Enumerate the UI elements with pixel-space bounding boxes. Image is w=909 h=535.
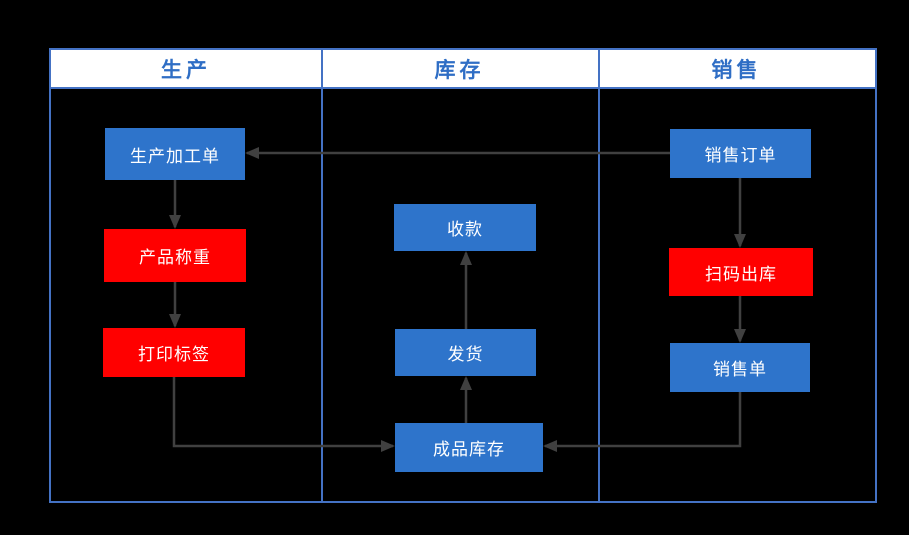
lane-divider: [321, 50, 323, 501]
lane-title-inventory: 库存: [434, 58, 485, 82]
swimlane-table: 生产 库存 销售: [49, 48, 877, 503]
node-shipment: 发货: [395, 329, 536, 376]
lane-title-production: 生产: [161, 58, 211, 82]
node-scan-outbound: 扫码出库: [669, 248, 813, 296]
node-collect-payment: 收款: [394, 204, 536, 251]
lane-header-row: 生产 库存 销售: [51, 50, 875, 89]
node-sales-slip: 销售单: [670, 343, 810, 392]
node-product-weighing: 产品称重: [104, 229, 246, 282]
lane-divider: [598, 50, 600, 501]
node-production-work-order: 生产加工单: [105, 128, 245, 180]
node-sales-order: 销售订单: [670, 129, 811, 178]
node-finished-goods-stock: 成品库存: [395, 423, 543, 472]
lane-title-sales: 销售: [711, 58, 762, 82]
node-print-label: 打印标签: [103, 328, 245, 377]
